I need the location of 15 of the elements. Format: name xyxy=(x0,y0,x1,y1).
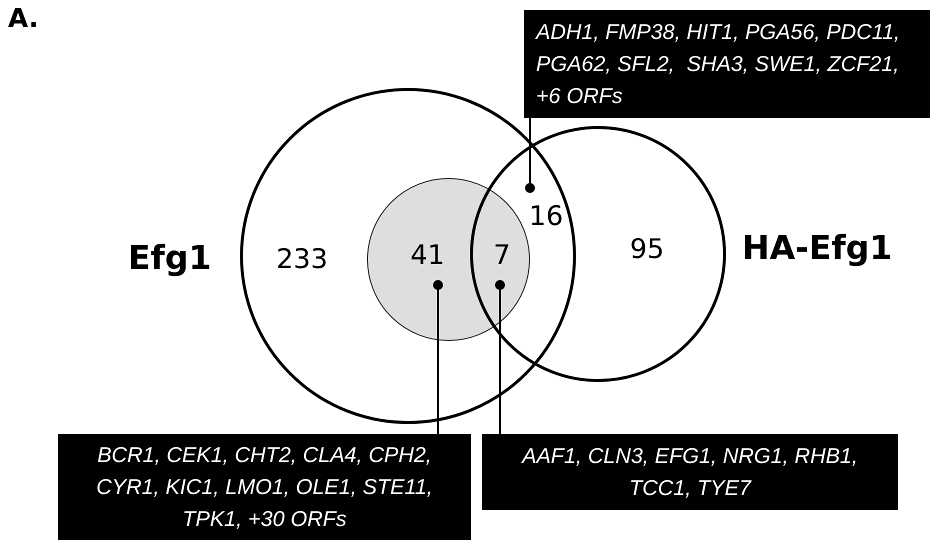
set-label: HA-Efg1 xyxy=(742,227,894,269)
gene-list-box: AAF1, CLN3, EFG1, NRG1, RHB1, TCC1, TYE7 xyxy=(482,434,898,510)
count-label: 233 xyxy=(276,244,328,276)
count-label: 16 xyxy=(528,201,564,233)
leader-line xyxy=(433,280,443,434)
panel-label: A. xyxy=(8,4,38,34)
leader-line xyxy=(525,118,535,193)
gene-list-box: ADH1, FMP38, HIT1, PGA56, PDC11, PGA62, SFL2, SHA3, SWE1, ZCF21, +6 ORFs xyxy=(524,10,930,118)
leader-line xyxy=(495,280,505,434)
set-label: Efg1 xyxy=(128,237,212,279)
count-label: 95 xyxy=(630,234,664,266)
count-label: 41 xyxy=(410,240,445,272)
venn-circle xyxy=(470,126,726,382)
gene-list-box: BCR1, CEK1, CHT2, CLA4, CPH2, CYR1, KIC1, LMO1, OLE1, STE11, TPK1, +30 ORFs xyxy=(58,434,471,540)
count-label: 7 xyxy=(493,240,511,272)
